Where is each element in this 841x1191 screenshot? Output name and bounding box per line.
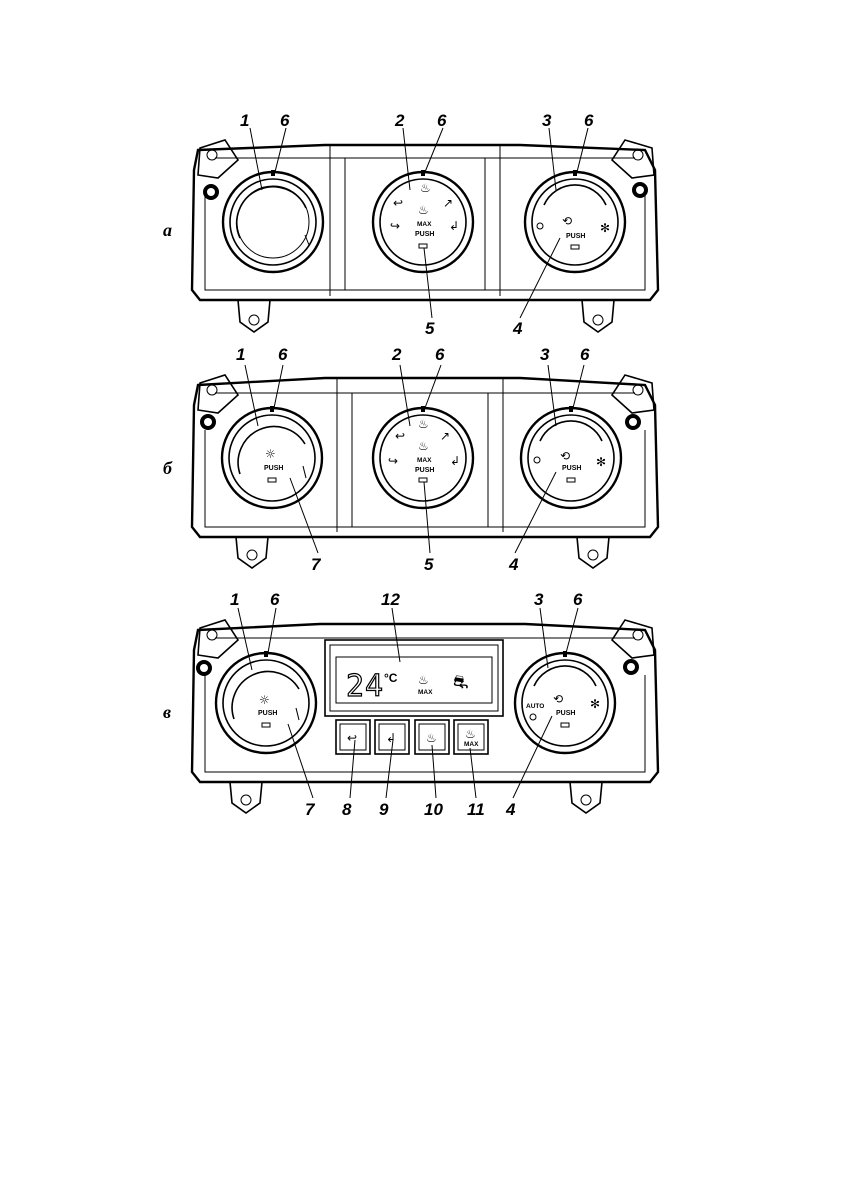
callout-label: 5 [425, 319, 435, 338]
callout-label: 1 [236, 345, 245, 364]
push-label: PUSH [264, 465, 283, 472]
lcd-display: 24 °C ♨ MAX ⛐ [325, 640, 503, 716]
callout-label: 6 [435, 345, 445, 364]
callout-label: 3 [540, 345, 550, 364]
fan-icon: ✻ [596, 455, 606, 469]
button-max-defrost[interactable]: ♨ MAX [454, 720, 488, 754]
callout-label: 11 [467, 800, 485, 819]
ac-icon: ☼ [259, 693, 270, 707]
callout-label: 12 [381, 590, 400, 609]
push-label: PUSH [566, 233, 585, 240]
mode-knob[interactable]: ♨ ↩ ↗ ↪ ↲ ♨ MAX PUSH [373, 406, 473, 508]
defrost-icon: ♨ [426, 731, 437, 745]
temperature-knob[interactable]: ☼ PUSH [222, 406, 322, 508]
fan-icon: ✻ [600, 221, 610, 235]
max-defrost-icon: ♨ [418, 673, 429, 687]
push-label: PUSH [415, 467, 434, 474]
defrost-floor-icon: ↗ [440, 429, 450, 443]
floor-vent-icon: ↲ [450, 454, 460, 468]
temperature-knob[interactable] [223, 170, 323, 272]
callout-label: 6 [580, 345, 590, 364]
panel-c: ☼ PUSH 24 °C ♨ MAX ⛐ ↩ ↲ [163, 590, 658, 819]
max-defrost-icon: ♨ [418, 439, 429, 453]
max-label: MAX [417, 457, 432, 464]
recirculation-icon: ⟲ [553, 692, 563, 706]
face-vent-icon: ↩ [347, 731, 357, 745]
variant-label: б [163, 458, 173, 478]
max-label: MAX [417, 221, 432, 228]
auto-label: AUTO [526, 703, 544, 710]
callout-label: 7 [305, 800, 316, 819]
defrost-icon: ♨ [418, 417, 429, 431]
callout-label: 8 [342, 800, 352, 819]
mode-knob[interactable]: ♨ ↩ ↗ ↪ ↲ ♨ MAX PUSH [373, 170, 473, 272]
callout-label: 3 [542, 111, 552, 130]
airflow-mode-icon: ⛐ [453, 672, 469, 693]
recirculation-icon: ⟲ [562, 214, 572, 228]
button-face-vent[interactable]: ↩ [336, 720, 370, 754]
fan-speed-knob[interactable]: ⟲ AUTO ✻ PUSH [515, 651, 615, 753]
push-label: PUSH [556, 710, 575, 717]
panel-a: ♨ ↩ ↗ ↪ ↲ ♨ MAX PUSH ⟲ ✻ PUSH [163, 111, 658, 338]
defrost-floor-icon: ↗ [443, 196, 453, 210]
floor-vent-icon: ↲ [386, 731, 396, 745]
variant-label: в [163, 702, 171, 722]
push-label: PUSH [415, 231, 434, 238]
temperature-knob[interactable]: ☼ PUSH [216, 651, 316, 753]
callout-label: 2 [391, 345, 402, 364]
callout-label: 6 [270, 590, 280, 609]
callout-label: 6 [437, 111, 447, 130]
callout-label: 10 [424, 800, 443, 819]
ac-icon: ☼ [265, 447, 276, 461]
max-defrost-icon: ♨ [465, 727, 476, 741]
callout-label: 9 [379, 800, 389, 819]
fan-speed-knob[interactable]: ⟲ ✻ PUSH [521, 406, 621, 508]
callout-label: 1 [230, 590, 239, 609]
fan-icon: ✻ [590, 697, 600, 711]
callout-label: 3 [534, 590, 544, 609]
callout-label: 5 [424, 555, 434, 574]
defrost-icon: ♨ [420, 181, 431, 195]
panel-b: ☼ PUSH ♨ ↩ ↗ ↪ ↲ ♨ MAX PUSH ⟲ [163, 345, 658, 574]
fan-speed-knob[interactable]: ⟲ ✻ PUSH [525, 170, 625, 272]
callout-label: 6 [278, 345, 288, 364]
callout-label: 6 [280, 111, 290, 130]
callout-label: 2 [394, 111, 405, 130]
max-defrost-icon: ♨ [418, 203, 429, 217]
callout-label: 4 [512, 319, 523, 338]
push-label: PUSH [258, 710, 277, 717]
max-label: MAX [418, 689, 433, 696]
callout-label: 7 [311, 555, 322, 574]
variant-label: а [163, 220, 172, 240]
callout-label: 4 [508, 555, 519, 574]
bi-level-icon: ↪ [390, 219, 400, 233]
face-vent-icon: ↩ [393, 196, 403, 210]
callout-label: 6 [573, 590, 583, 609]
bi-level-icon: ↪ [388, 454, 398, 468]
callout-label: 4 [505, 800, 516, 819]
temperature-readout: 24 [346, 669, 384, 704]
floor-vent-icon: ↲ [449, 219, 459, 233]
face-vent-icon: ↩ [395, 429, 405, 443]
callout-label: 6 [584, 111, 594, 130]
recirculation-icon: ⟲ [560, 449, 570, 463]
push-label: PUSH [562, 465, 581, 472]
max-label: MAX [464, 741, 479, 748]
temperature-unit: °C [384, 671, 398, 685]
callout-label: 1 [240, 111, 249, 130]
